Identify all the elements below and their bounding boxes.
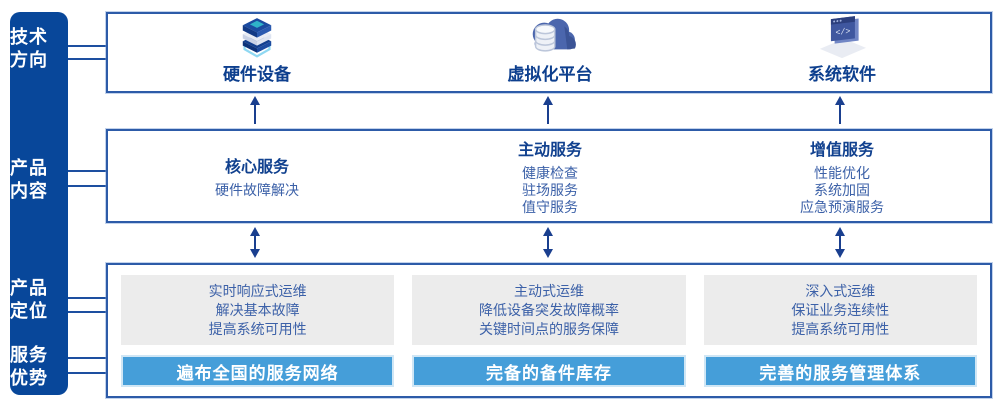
- sidebar-label-line: 方向: [10, 50, 48, 70]
- positioning-line: 解决基本故障: [215, 301, 300, 318]
- server-stack-icon: [230, 11, 284, 59]
- up-arrow-icon: [835, 96, 845, 124]
- tech-column-hardware: 硬件设备: [157, 14, 357, 91]
- service-item: 驻场服务: [522, 182, 578, 198]
- double-arrow-icon: [835, 227, 845, 258]
- service-column-core: 核心服务 硬件故障解决: [137, 131, 377, 221]
- positioning-line: 提高系统可用性: [791, 320, 890, 337]
- positioning-box: 实时响应式运维 解决基本故障 提高系统可用性 遍布全国的服务网络 主动式运维 降…: [106, 263, 992, 398]
- category-sidebar: [10, 12, 68, 395]
- sidebar-item-service-advantage: 服务 优势: [0, 344, 58, 390]
- sidebar-label-line: 产品: [10, 278, 48, 298]
- connector-line: [68, 45, 106, 47]
- positioning-line: 提高系统可用性: [208, 320, 307, 337]
- double-arrow-icon: [543, 227, 553, 258]
- tech-direction-box: 硬件设备 虚: [106, 12, 992, 93]
- positioning-panel: 主动式运维 降低设备突发故障概率 关键时间点的服务保障: [412, 275, 686, 345]
- up-arrow-icon: [250, 96, 260, 124]
- connector-line: [68, 58, 106, 60]
- service-column-value-added: 增值服务 性能优化 系统加固 应急预演服务: [722, 131, 962, 221]
- service-column-proactive: 主动服务 健康检查 驻场服务 值守服务: [430, 131, 670, 221]
- positioning-panel: 实时响应式运维 解决基本故障 提高系统可用性: [121, 275, 395, 345]
- service-item: 值守服务: [522, 199, 578, 215]
- cloud-database-icon: [519, 13, 581, 59]
- service-item: 硬件故障解决: [215, 182, 299, 198]
- positioning-line: 关键时间点的服务保障: [478, 320, 619, 337]
- positioning-line: 降低设备突发故障概率: [478, 301, 619, 318]
- advantage-badge: 完备的备件库存: [412, 355, 686, 387]
- connector-line: [68, 311, 106, 313]
- positioning-line: 保证业务连续性: [791, 301, 890, 318]
- svg-text:</>: </>: [835, 26, 850, 38]
- tech-column-system-software: </> 系统软件: [742, 14, 942, 91]
- sidebar-label-line: 服务: [10, 345, 48, 365]
- sidebar-label-line: 产品: [10, 158, 48, 178]
- connector-line: [68, 185, 106, 187]
- up-arrow-icon: [543, 96, 553, 124]
- sidebar-item-tech-direction: 技术 方向: [0, 26, 58, 72]
- connector-line: [68, 357, 106, 359]
- positioning-panel: 深入式运维 保证业务连续性 提高系统可用性: [703, 275, 977, 345]
- service-title: 主动服务: [517, 142, 582, 159]
- connector-line: [68, 297, 106, 299]
- service-item: 系统加固: [814, 182, 870, 198]
- tech-label: 虚拟化平台: [507, 65, 593, 84]
- positioning-line: 主动式运维: [513, 282, 584, 299]
- service-title: 增值服务: [809, 142, 874, 159]
- sidebar-label-line: 内容: [10, 181, 48, 201]
- tech-column-virtualization: 虚拟化平台: [450, 14, 650, 91]
- code-window-icon: </>: [814, 11, 870, 59]
- service-item: 健康检查: [522, 165, 578, 181]
- sidebar-label-line: 定位: [10, 301, 48, 321]
- positioning-column-deep: 深入式运维 保证业务连续性 提高系统可用性 完善的服务管理体系: [703, 275, 977, 387]
- tech-label: 系统软件: [808, 65, 876, 84]
- connector-line: [68, 170, 106, 172]
- double-arrow-icon: [250, 227, 260, 258]
- advantage-badge: 遍布全国的服务网络: [121, 355, 395, 387]
- tech-label: 硬件设备: [223, 65, 291, 84]
- connector-line: [68, 372, 106, 374]
- service-item: 应急预演服务: [800, 199, 884, 215]
- sidebar-label-line: 优势: [10, 368, 48, 388]
- service-item: 性能优化: [814, 165, 870, 181]
- positioning-column-realtime: 实时响应式运维 解决基本故障 提高系统可用性 遍布全国的服务网络: [121, 275, 395, 387]
- service-title: 核心服务: [224, 159, 289, 176]
- positioning-column-proactive: 主动式运维 降低设备突发故障概率 关键时间点的服务保障 完备的备件库存: [412, 275, 686, 387]
- advantage-badge: 完善的服务管理体系: [703, 355, 977, 387]
- sidebar-item-product-content: 产品 内容: [0, 157, 58, 203]
- sidebar-item-product-positioning: 产品 定位: [0, 277, 58, 323]
- sidebar-label-line: 技术: [10, 27, 48, 47]
- product-content-box: 核心服务 硬件故障解决 主动服务 健康检查 驻场服务 值守服务 增值服务 性能优…: [106, 129, 992, 223]
- positioning-line: 实时响应式运维: [208, 282, 307, 299]
- positioning-line: 深入式运维: [805, 282, 876, 299]
